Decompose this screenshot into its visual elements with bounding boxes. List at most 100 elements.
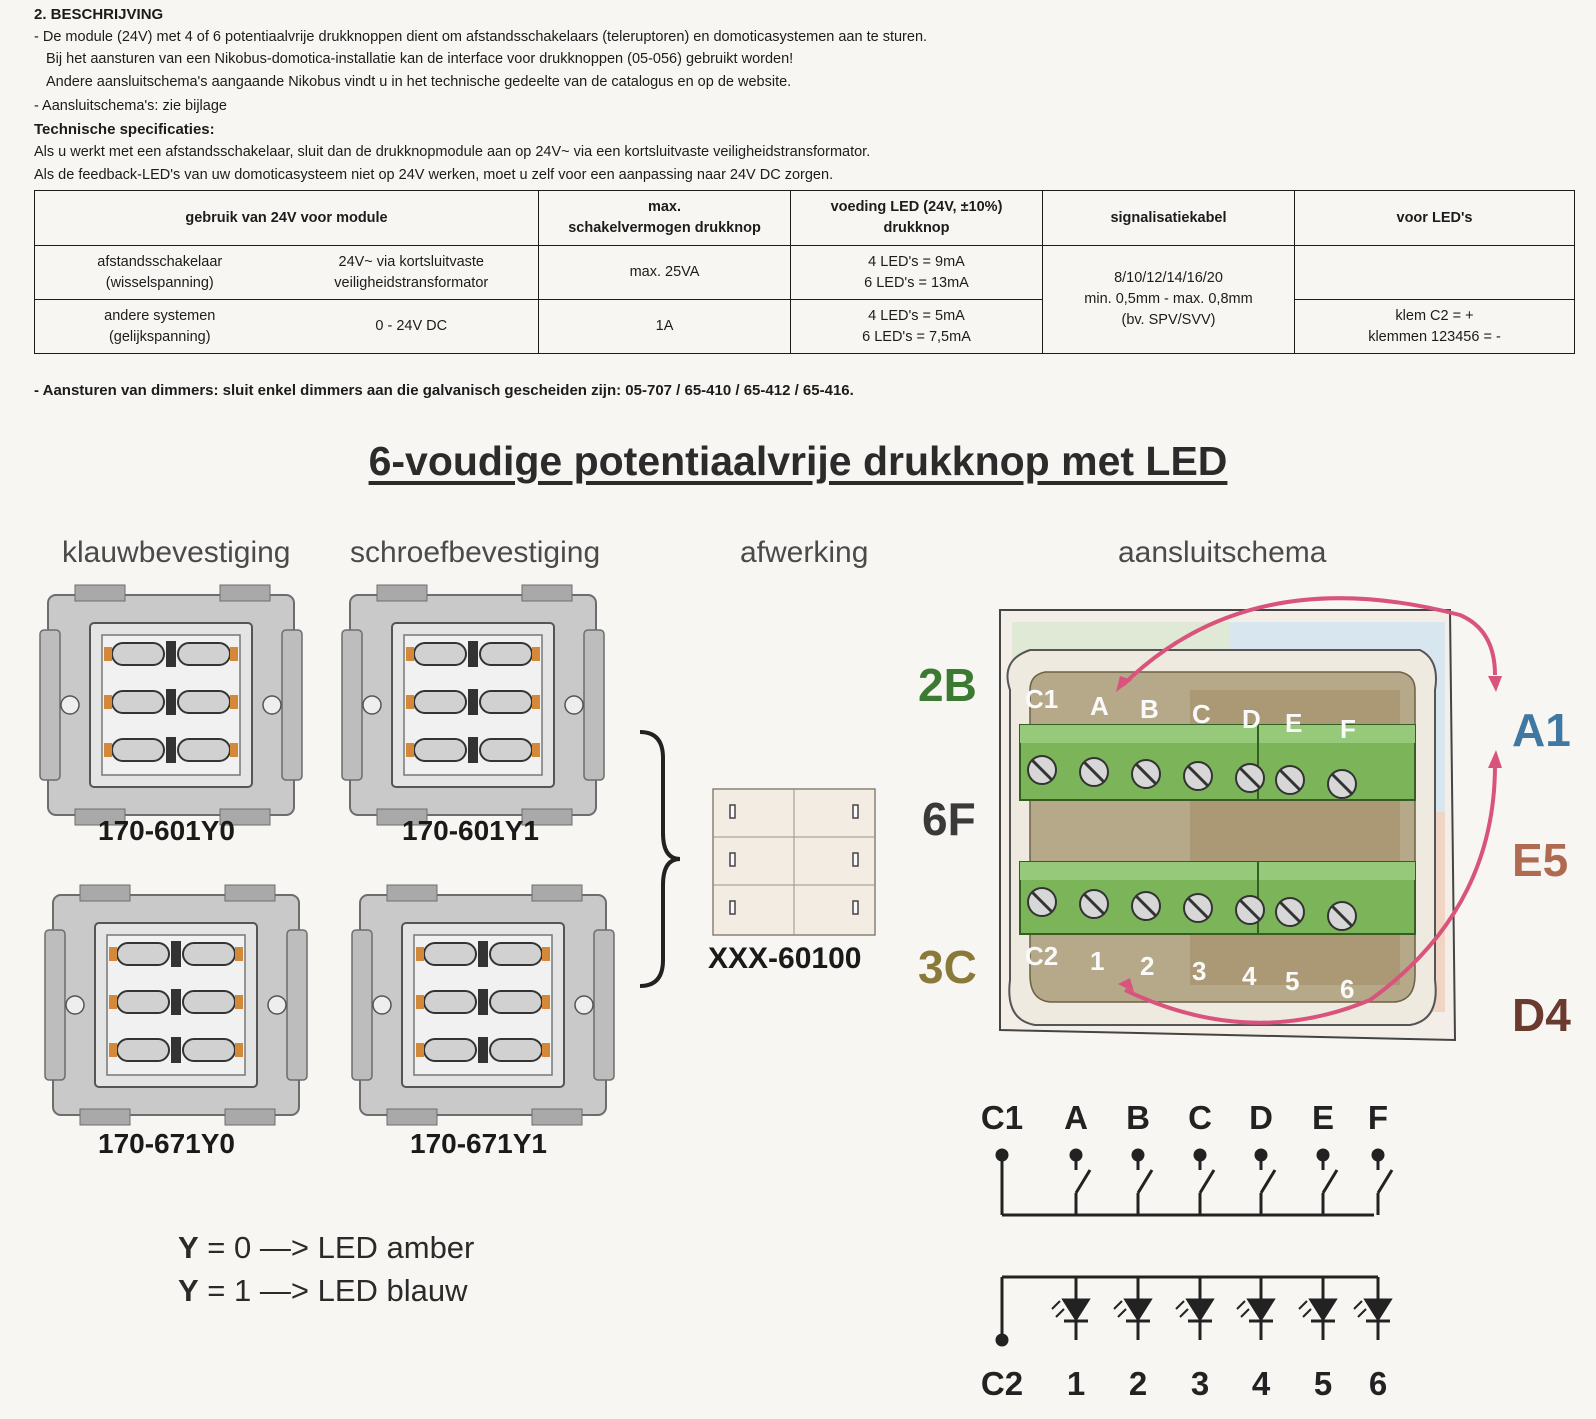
header-led-supply: voeding LED (24V, ±10%) drukknop	[790, 190, 1043, 246]
cell-usage-type: afstandsschakelaar (wisselspanning)	[34, 245, 285, 300]
terminal-label-6: 6	[1340, 974, 1354, 1004]
label-screw-mount: schroefbevestiging	[350, 536, 601, 569]
led-label-C2: C2	[981, 1365, 1023, 1402]
terminal-label-C: C	[1192, 699, 1211, 729]
light-ray-icon	[1236, 1300, 1246, 1310]
legend-amber-text: = 0 —> LED amber	[198, 1230, 475, 1265]
cell-led-supply: 4 LED's = 9mA 6 LED's = 13mA	[790, 245, 1043, 300]
cell-switching-power: 1A	[538, 299, 791, 354]
switch-contact-icon	[1321, 1169, 1339, 1194]
cell-text: (wisselspanning)	[105, 274, 214, 291]
arrow-head-icon	[1116, 676, 1132, 692]
code-170-671Y1: 170-671Y1	[410, 1128, 548, 1159]
switch-contact-icon	[1074, 1169, 1092, 1194]
module-image-170-671Y1	[351, 884, 615, 1126]
led-label-3: 3	[1191, 1365, 1209, 1402]
arrow-head-icon	[1488, 676, 1502, 692]
led-label-4: 4	[1252, 1365, 1271, 1402]
led-label-2: 2	[1129, 1365, 1147, 1402]
pair-label-6F: 6F	[922, 793, 976, 845]
code-170-671Y0: 170-671Y0	[98, 1128, 236, 1159]
cell-text: 8/10/12/14/16/20	[1114, 270, 1223, 286]
terminal-label-B: B	[1140, 694, 1159, 724]
terminal-label-E: E	[1285, 708, 1302, 738]
tech-line-1: Als u werkt met een afstandsschakelaar, …	[34, 144, 871, 160]
led-diode-icon	[1123, 1298, 1153, 1322]
switch-label-D: D	[1249, 1099, 1273, 1136]
description-line-4: - Aansluitschema's: zie bijlage	[34, 98, 227, 114]
terminal-label-5: 5	[1285, 966, 1299, 996]
light-ray-icon	[1179, 1308, 1189, 1318]
header-switching-power-line2: schakelvermogen drukknop	[568, 220, 761, 236]
description-line-1: - De module (24V) met 4 of 6 potentiaalv…	[34, 29, 928, 45]
label-claw-mount: klauwbevestiging	[62, 536, 291, 569]
header-led-supply-line1: voeding LED (24V, ±10%)	[830, 199, 1003, 215]
legend-blue-text: = 1 —> LED blauw	[198, 1273, 468, 1308]
pair-label-3C: 3C	[918, 941, 977, 993]
table-row: andere systemen(gelijkspanning) 0 - 24V …	[34, 299, 1575, 354]
header-led-supply-line2: drukknop	[883, 220, 950, 236]
description-line-2: Bij het aansturen van een Nikobus-domoti…	[46, 51, 794, 67]
light-ray-icon	[1353, 1300, 1363, 1310]
legend-blue: Y = 1 —> LED blauw	[178, 1273, 468, 1309]
description-line-3: Andere aansluitschema's aangaande Nikobu…	[46, 74, 792, 90]
spec-table-header: gebruik van 24V voor module max. schakelv…	[34, 190, 1575, 246]
switch-label-B: B	[1126, 1099, 1150, 1136]
cell-text: klem C2 = +	[1395, 307, 1474, 324]
pair-label-2B: 2B	[918, 659, 977, 711]
terminal-label-1: 1	[1090, 946, 1104, 976]
legend-amber-key: Y	[178, 1230, 199, 1265]
switch-label-C: C	[1188, 1099, 1212, 1136]
header-switching-power-line1: max.	[647, 199, 682, 215]
light-ray-icon	[1302, 1308, 1312, 1318]
module-image-170-601Y1	[341, 584, 605, 826]
cell-text: (gelijkspanning)	[108, 328, 211, 345]
cell-text: min. 0,5mm - max. 0,8mm	[1084, 291, 1253, 307]
cell-text: 4 LED's = 5mA	[868, 307, 965, 324]
terminal-label-C2: C2	[1025, 941, 1058, 971]
cell-text: 24V~ via kortsluitvaste	[338, 253, 484, 270]
header-usage: gebruik van 24V voor module	[34, 190, 539, 246]
light-ray-icon	[1298, 1300, 1308, 1310]
code-finish: XXX-60100	[708, 942, 862, 975]
cell-text: klemmen 123456 = -	[1368, 328, 1501, 345]
cell-text: afstandsschakelaar	[97, 253, 223, 270]
led-diode-icon	[1246, 1298, 1276, 1322]
light-ray-icon	[1113, 1300, 1123, 1310]
switch-contact-icon	[1198, 1169, 1216, 1194]
switch-label-C1: C1	[981, 1099, 1023, 1136]
light-ray-icon	[1051, 1300, 1061, 1310]
light-ray-icon	[1240, 1308, 1250, 1318]
header-switching-power: max. schakelvermogen drukknop	[538, 190, 791, 246]
arrow-head-icon	[1118, 978, 1134, 992]
cell-led-supply: 4 LED's = 5mA 6 LED's = 7,5mA	[790, 299, 1043, 354]
cell-usage-type: andere systemen(gelijkspanning)	[34, 299, 285, 354]
light-ray-icon	[1055, 1308, 1065, 1318]
pair-label-E5: E5	[1512, 834, 1569, 886]
cell-text: 6 LED's = 13mA	[864, 274, 969, 291]
pair-label-D4: D4	[1512, 989, 1571, 1041]
switch-contact-icon	[1136, 1169, 1154, 1194]
table-row: afstandsschakelaar (wisselspanning) 24V~ …	[34, 245, 1575, 354]
switch-label-A: A	[1064, 1099, 1088, 1136]
tech-spec-title: Technische specificaties:	[34, 121, 215, 138]
main-title: 6-voudige potentiaalvrije drukknop met L…	[0, 438, 1596, 485]
spec-table: gebruik van 24V voor module max. schakelv…	[34, 190, 1575, 354]
dimmers-note: - Aansturen van dimmers: sluit enkel dim…	[34, 382, 854, 399]
label-finish: afwerking	[740, 536, 869, 569]
led-diode-icon	[1363, 1298, 1393, 1322]
cell-text: 6 LED's = 7,5mA	[862, 328, 971, 345]
legend-amber: Y = 0 —> LED amber	[178, 1230, 474, 1266]
pair-label-A1: A1	[1512, 704, 1571, 756]
led-label-5: 5	[1314, 1365, 1332, 1402]
header-for-leds: voor LED's	[1294, 190, 1575, 246]
light-ray-icon	[1357, 1308, 1367, 1318]
cell-for-leds	[1294, 245, 1575, 300]
cell-text: 4 LED's = 9mA	[868, 253, 965, 270]
led-label-6: 6	[1369, 1365, 1387, 1402]
module-image-170-601Y0	[39, 584, 303, 826]
